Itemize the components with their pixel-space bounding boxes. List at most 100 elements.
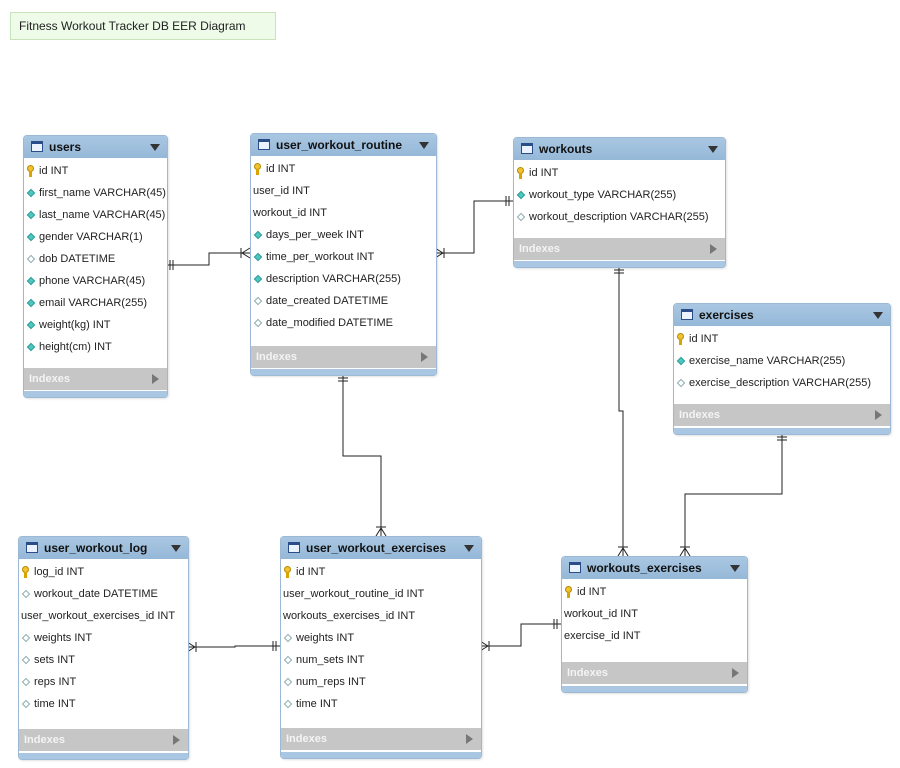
indexes-bar[interactable]: Indexes (281, 728, 481, 750)
crows-foot (684, 547, 691, 557)
expand-arrow-icon[interactable] (732, 668, 739, 678)
column-row[interactable]: time INT (19, 693, 188, 715)
indexes-bar[interactable]: Indexes (562, 662, 747, 684)
column-row[interactable]: height(cm) INT (24, 336, 167, 358)
column-row[interactable]: exercise_description VARCHAR(255) (674, 372, 890, 394)
not-null-diamond-icon (26, 342, 36, 352)
table-icon (31, 141, 43, 152)
column-row[interactable]: workout_date DATETIME (19, 583, 188, 605)
expand-arrow-icon[interactable] (466, 734, 473, 744)
users-routine-line (166, 252, 250, 266)
workouts-routine-line (435, 200, 513, 254)
column-row[interactable]: workout_id INT (251, 202, 436, 224)
entity-exercises[interactable]: exercises id INT exercise_name VARCHAR(25… (673, 303, 891, 435)
column-row[interactable]: date_created DATETIME (251, 290, 436, 312)
indexes-bar[interactable]: Indexes (514, 238, 725, 260)
column-row[interactable]: id INT (281, 561, 481, 583)
entity-header[interactable]: workouts (514, 138, 725, 160)
indexes-bar[interactable]: Indexes (251, 346, 436, 368)
column-row[interactable]: last_name VARCHAR(45) (24, 204, 167, 226)
column-row[interactable]: workout_id INT (562, 603, 747, 625)
column-row[interactable]: reps INT (19, 671, 188, 693)
column-row[interactable]: days_per_week INT (251, 224, 436, 246)
column-row[interactable]: weights INT (281, 627, 481, 649)
column-row[interactable]: workouts_exercises_id INT (281, 605, 481, 627)
column-text: description VARCHAR(255) (266, 273, 401, 285)
wex-uwe-line (480, 623, 561, 647)
column-row[interactable]: first_name VARCHAR(45) (24, 182, 167, 204)
expand-arrow-icon[interactable] (152, 374, 159, 384)
column-row[interactable]: time INT (281, 693, 481, 715)
column-row[interactable]: description VARCHAR(255) (251, 268, 436, 290)
chevron-down-icon[interactable] (419, 142, 429, 149)
crows-foot (679, 547, 686, 557)
chevron-down-icon[interactable] (150, 144, 160, 151)
indexes-bar[interactable]: Indexes (674, 404, 890, 426)
chevron-down-icon[interactable] (873, 312, 883, 319)
entity-user-workout-exercises[interactable]: user_workout_exercises id INT user_workou… (280, 536, 482, 759)
column-row[interactable]: id INT (251, 158, 436, 180)
column-text: exercise_name VARCHAR(255) (689, 355, 846, 367)
column-row[interactable]: id INT (674, 328, 890, 350)
column-row[interactable]: user_workout_routine_id INT (281, 583, 481, 605)
column-list: id INT user_workout_routine_id INT workout… (281, 559, 481, 715)
column-row[interactable]: exercise_id INT (562, 625, 747, 647)
entity-header[interactable]: exercises (674, 304, 890, 326)
table-icon (681, 309, 693, 320)
chevron-down-icon[interactable] (708, 146, 718, 153)
expand-arrow-icon[interactable] (875, 410, 882, 420)
indexes-label: Indexes (286, 733, 327, 745)
not-null-diamond-icon (253, 230, 263, 240)
indexes-bar[interactable]: Indexes (24, 368, 167, 390)
column-row[interactable]: weight(kg) INT (24, 314, 167, 336)
entity-header[interactable]: users (24, 136, 167, 158)
column-row[interactable]: user_workout_exercises_id INT (19, 605, 188, 627)
crows-foot (380, 527, 387, 537)
expand-arrow-icon[interactable] (710, 244, 717, 254)
column-text: user_workout_routine_id INT (283, 588, 425, 600)
column-row[interactable]: num_sets INT (281, 649, 481, 671)
entity-header[interactable]: workouts_exercises (562, 557, 747, 579)
entity-name: user_workout_log (44, 541, 148, 555)
column-row[interactable]: email VARCHAR(255) (24, 292, 167, 314)
column-row[interactable]: log_id INT (19, 561, 188, 583)
chevron-down-icon[interactable] (730, 565, 740, 572)
key-icon (22, 566, 29, 578)
column-row[interactable]: id INT (562, 581, 747, 603)
column-row[interactable]: id INT (514, 162, 725, 184)
entity-footer (674, 428, 890, 434)
column-row[interactable]: id INT (24, 160, 167, 182)
column-row[interactable]: exercise_name VARCHAR(255) (674, 350, 890, 372)
column-row[interactable]: phone VARCHAR(45) (24, 270, 167, 292)
column-text: workout_description VARCHAR(255) (529, 211, 709, 223)
indexes-bar[interactable]: Indexes (19, 729, 188, 751)
entity-header[interactable]: user_workout_log (19, 537, 188, 559)
column-row[interactable]: weights INT (19, 627, 188, 649)
column-row[interactable]: user_id INT (251, 180, 436, 202)
column-row[interactable]: workout_description VARCHAR(255) (514, 206, 725, 228)
column-row[interactable]: dob DATETIME (24, 248, 167, 270)
column-row[interactable]: num_reps INT (281, 671, 481, 693)
chevron-down-icon[interactable] (171, 545, 181, 552)
chevron-down-icon[interactable] (464, 545, 474, 552)
expand-arrow-icon[interactable] (421, 352, 428, 362)
indexes-label: Indexes (519, 243, 560, 255)
entity-footer (251, 369, 436, 375)
column-row[interactable]: time_per_workout INT (251, 246, 436, 268)
nullable-diamond-icon (283, 655, 293, 665)
column-row[interactable]: date_modified DATETIME (251, 312, 436, 334)
column-row[interactable]: workout_type VARCHAR(255) (514, 184, 725, 206)
entity-header[interactable]: user_workout_routine (251, 134, 436, 156)
routine-exercises-line (342, 374, 382, 536)
expand-arrow-icon[interactable] (173, 735, 180, 745)
column-row[interactable]: gender VARCHAR(1) (24, 226, 167, 248)
column-row[interactable]: sets INT (19, 649, 188, 671)
not-null-diamond-icon (26, 276, 36, 286)
entity-header[interactable]: user_workout_exercises (281, 537, 481, 559)
